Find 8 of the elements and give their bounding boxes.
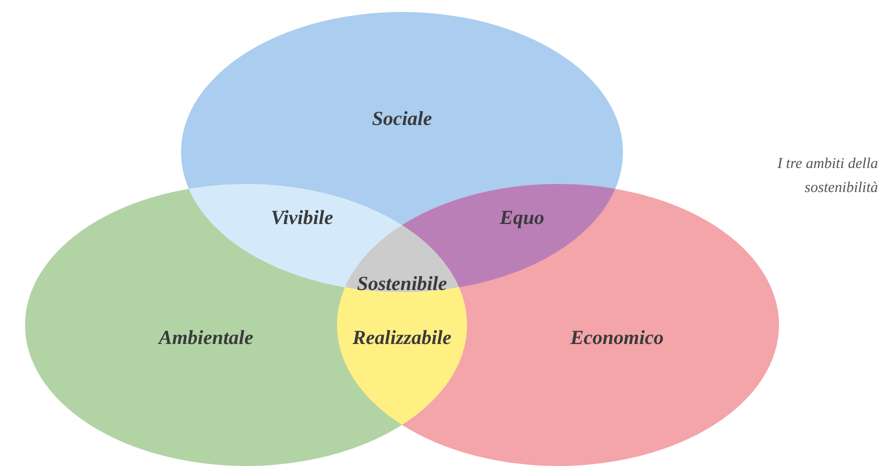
region-label: Economico (570, 327, 664, 349)
region-label: Ambientale (158, 327, 254, 349)
region-label: Equo (500, 207, 544, 229)
caption: I tre ambiti della sostenibilità (776, 155, 878, 198)
region-label: Sociale (372, 108, 432, 130)
region-label: Sostenibile (357, 273, 447, 295)
region-label: Realizzabile (352, 327, 452, 349)
region-label: Vivibile (270, 207, 334, 229)
